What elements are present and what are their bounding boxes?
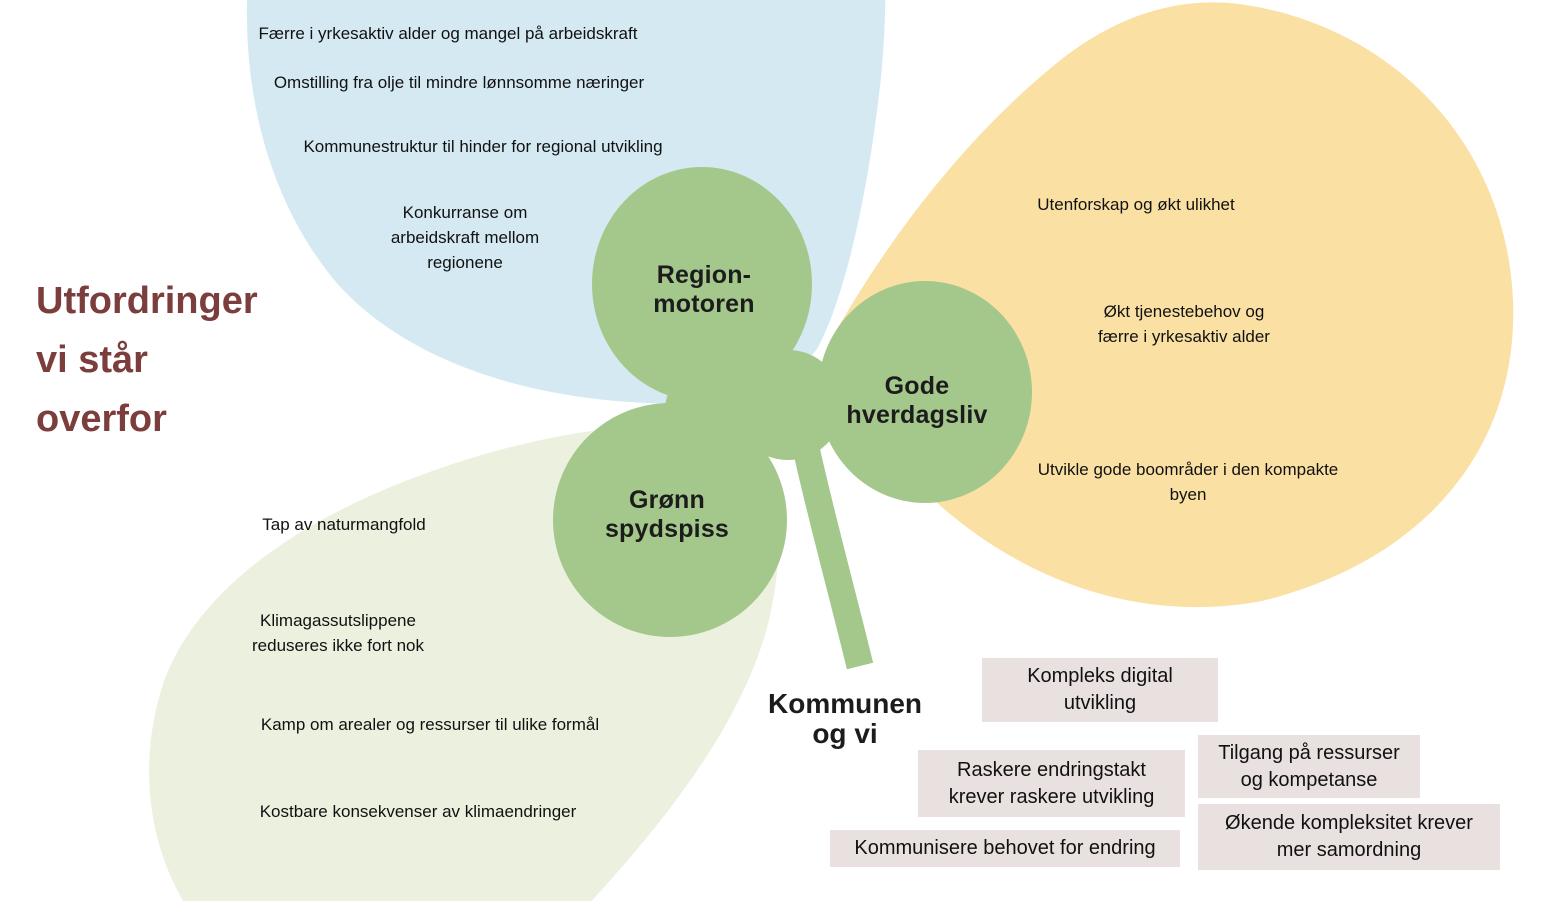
note-green-2: Klimagassutslippene reduseres ikke fort … [252, 611, 424, 655]
box-kompleks-digital-utvikling: Kompleks digital utvikling [982, 658, 1218, 722]
note-blue-4: Konkurranse om arbeidskraft mellom regio… [390, 203, 540, 272]
leaf-shape-region-motoren [592, 167, 812, 401]
note-blue-3: Kommunestruktur til hinder for regional … [303, 137, 663, 156]
note-orange-2: Økt tjenestebehov og færre i yrkesaktiv … [1098, 302, 1270, 346]
note-green-4: Kostbare konsekvenser av klimaendringer [259, 802, 577, 821]
box-tilgang-ressurser: Tilgang på ressurser og kompetanse [1198, 735, 1420, 798]
clover-center-shape [665, 365, 755, 455]
note-orange-3: Utvikle gode boområder i den kompakte by… [1037, 460, 1339, 504]
box-raskere-endringstakt: Raskere endringstakt krever raskere utvi… [918, 750, 1185, 817]
leaf-shape-gronn-spydspiss [553, 403, 787, 637]
leaf-label-gronn-spydspiss: Grønn spydspiss [604, 486, 730, 543]
page-title: Utfordringer vi står overfor [36, 280, 258, 440]
box-okende-kompleksitet: Økende kompleksitet krever mer samordnin… [1198, 804, 1500, 870]
leaf-label-gode-hverdagsliv: Gode hverdagsliv [846, 372, 988, 429]
note-blue-1: Færre i yrkesaktiv alder og mangel på ar… [258, 24, 638, 43]
note-green-3: Kamp om arealer og ressurser til ulike f… [260, 715, 600, 734]
leaf-shape-gode-hverdagsliv [818, 281, 1032, 503]
note-blue-2: Omstilling fra olje til mindre lønnsomme… [273, 73, 645, 92]
leaf-label-region-motoren: Region- motoren [653, 261, 755, 318]
clover-stem [792, 445, 874, 670]
note-green-1: Tap av naturmangfold [262, 515, 426, 534]
note-orange-1: Utenforskap og økt ulikhet [1037, 195, 1235, 214]
clover-center-shape [733, 350, 843, 460]
box-kommunisere-behovet: Kommunisere behovet for endring [830, 830, 1180, 867]
stem-label-kommunen-og-vi: Kommunen og vi [768, 688, 922, 749]
